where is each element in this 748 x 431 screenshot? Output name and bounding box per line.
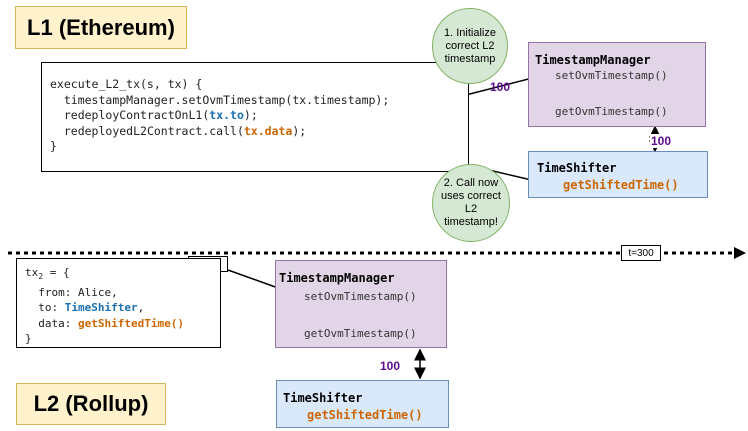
l2-time-shifter: TimeShifter getShiftedTime() <box>276 380 449 428</box>
step1-text: 1. Initialize correct L2 timestamp <box>444 26 496 65</box>
tx2-data-prefix: data: <box>38 316 78 330</box>
step2-note: 2. Call now uses correct L2 timestamp! <box>432 164 510 242</box>
l1-shifter-fn: getShiftedTime() <box>563 178 679 192</box>
code-line-4-prefix: redeployedL2Contract.call( <box>63 123 244 138</box>
l1-time-shifter: TimeShifter getShiftedTime() <box>528 151 708 198</box>
l1-vertical-value-label: 100 <box>650 134 673 148</box>
code-line-1: execute_L2_tx(s, tx) { <box>50 77 203 91</box>
code-line-4-suffix: ); <box>292 123 307 138</box>
tx2-from: from: Alice, <box>38 285 118 299</box>
l1-manager-set: setOvmTimestamp() <box>555 69 668 82</box>
l1-manager-get: getOvmTimestamp() <box>555 105 668 118</box>
l1-layer-label: L1 (Ethereum) <box>15 6 187 49</box>
tx2-to-suffix: , <box>137 301 145 315</box>
tx2-to-val: TimeShifter <box>64 301 138 315</box>
l2-vertical-value-label: 100 <box>380 359 401 373</box>
l2-manager-title: TimestampManager <box>279 271 395 285</box>
tx2-head: tx <box>25 266 39 279</box>
t300-tag: t=300 <box>621 245 661 261</box>
l2-manager-get: getOvmTimestamp() <box>304 327 417 340</box>
l2-shifter-title: TimeShifter <box>283 391 363 405</box>
timeline-arrowhead <box>734 247 746 259</box>
l1-timestamp-manager: TimestampManager setOvmTimestamp() getOv… <box>528 42 706 127</box>
code-line-3-suffix: ); <box>243 108 258 122</box>
tx2-data-val: getShiftedTime() <box>78 316 184 330</box>
l2-layer-label: L2 (Rollup) <box>16 383 166 425</box>
tx2-code-block: tx2 = { from: Alice, to: TimeShifter, da… <box>16 258 221 348</box>
l1-shifter-title: TimeShifter <box>537 161 617 175</box>
code-line-5: } <box>50 139 57 153</box>
step2-text: 2. Call now uses correct L2 timestamp! <box>441 177 501 228</box>
code-line-4-arg: tx.data <box>243 123 293 138</box>
code-line-2: timestampManager.setOvmTimestamp(tx.time… <box>63 92 390 107</box>
tx2-to-prefix: to: <box>38 301 65 315</box>
code-line-3-arg: tx.to <box>209 108 244 122</box>
l1-manager-title: TimestampManager <box>535 53 651 67</box>
l2-manager-set: setOvmTimestamp() <box>304 290 417 303</box>
tx2-close: } <box>25 332 32 346</box>
l2-timestamp-manager: TimestampManager setOvmTimestamp() getOv… <box>275 260 447 348</box>
l1-set-value-label: 100 <box>490 80 511 94</box>
l2-shifter-fn: getShiftedTime() <box>307 408 423 422</box>
tx2-eq: = { <box>43 266 70 279</box>
tx2-sub: 2 <box>38 272 44 282</box>
l1-code-block: execute_L2_tx(s, tx) { timestampManager.… <box>41 62 469 172</box>
code-line-3-prefix: redeployContractOnL1( <box>63 108 210 122</box>
step1-note: 1. Initialize correct L2 timestamp <box>432 8 508 84</box>
